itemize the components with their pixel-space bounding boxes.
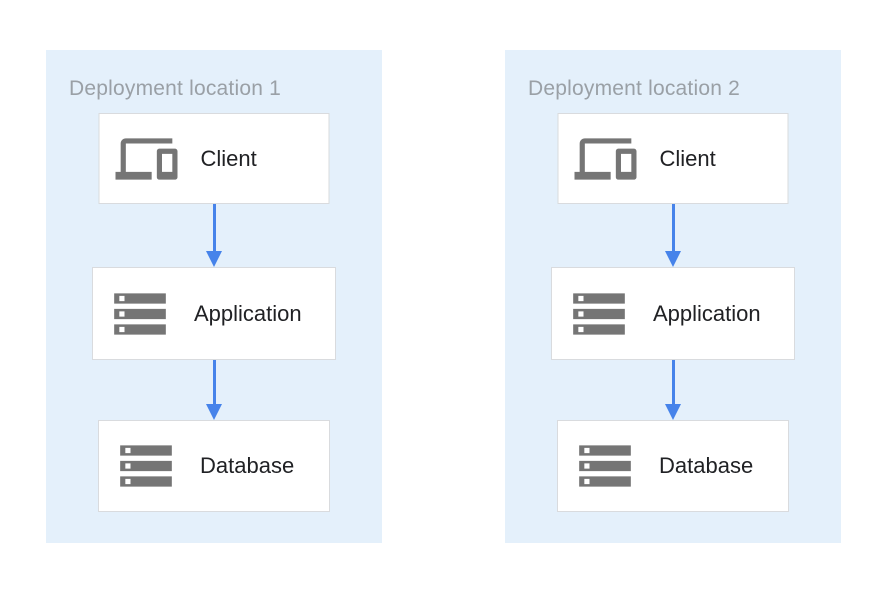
client-node-label: Client (659, 145, 716, 171)
arrow-line (212, 360, 216, 404)
client-node: Client (98, 113, 330, 204)
storage-icon (109, 283, 171, 345)
client-node: Client (557, 113, 789, 204)
client-node-label: Client (200, 145, 257, 171)
application-node-label: Application (653, 300, 761, 326)
application-to-database-arrow (665, 360, 681, 420)
deployment-location-2-panel: Deployment location 2 Client Application (505, 50, 841, 543)
devices-icon (115, 128, 178, 190)
application-node: Application (551, 267, 795, 360)
client-to-application-arrow (665, 204, 681, 267)
database-node: Database (98, 420, 330, 512)
database-node-label: Database (200, 453, 295, 478)
devices-icon (574, 128, 637, 190)
storage-icon (115, 435, 177, 497)
deployment-location-1-panel: Deployment location 1 Client Application (46, 50, 382, 543)
arrow-line (671, 360, 675, 404)
application-node: Application (92, 267, 336, 360)
arrow-head-icon (665, 404, 681, 420)
arrow-line (212, 204, 216, 251)
database-node: Database (557, 420, 789, 512)
deployment-location-1-title: Deployment location 1 (69, 77, 281, 100)
storage-icon (574, 435, 636, 497)
arrow-head-icon (206, 404, 222, 420)
client-to-application-arrow (206, 204, 222, 267)
storage-icon (568, 283, 630, 345)
arrow-line (671, 204, 675, 251)
application-node-label: Application (194, 300, 302, 326)
arrow-head-icon (206, 251, 222, 267)
deployment-location-2-title: Deployment location 2 (528, 77, 740, 100)
arrow-head-icon (665, 251, 681, 267)
application-to-database-arrow (206, 360, 222, 420)
database-node-label: Database (659, 453, 754, 478)
